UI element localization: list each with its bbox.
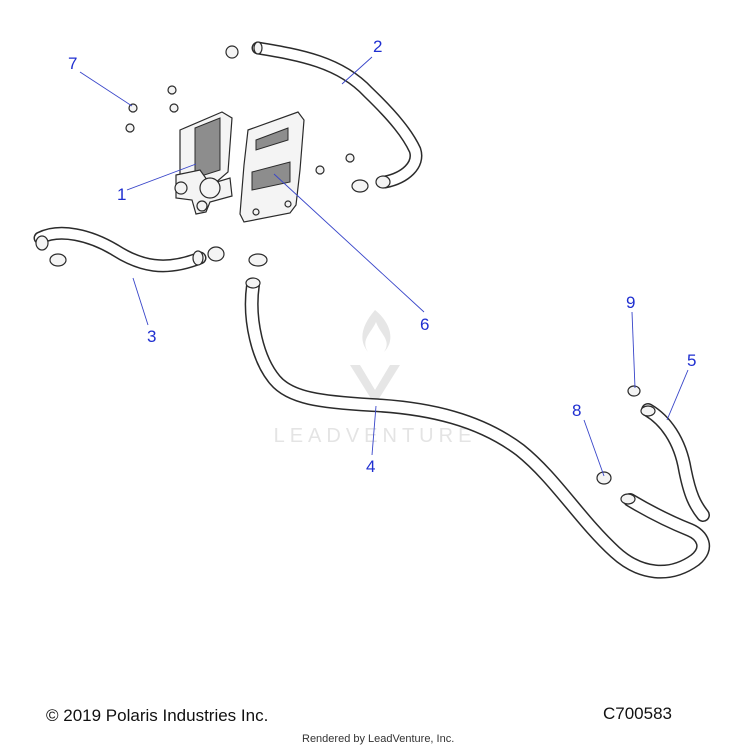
callout-2: 2: [373, 37, 382, 56]
watermark-v-icon: [350, 365, 400, 405]
hose-5: [640, 403, 710, 522]
callout-5: 5: [687, 351, 696, 370]
callout-8: 8: [572, 401, 581, 420]
leadventure-watermark: LEADVENTURE: [274, 310, 477, 447]
hose-3: [33, 226, 207, 273]
bracket-6: [239, 111, 305, 223]
valve-1: [174, 111, 233, 215]
drawing-number: C700583: [603, 704, 673, 723]
hose-clamps: [49, 179, 641, 485]
copyright-text: © 2019 Polaris Industries Inc.: [46, 706, 269, 725]
hose-4: [244, 277, 711, 579]
callout-3: 3: [147, 327, 156, 346]
callout-4: 4: [366, 457, 375, 476]
bolts-7: [125, 45, 355, 175]
watermark-text: LEADVENTURE: [274, 425, 477, 447]
callout-6: 6: [420, 315, 429, 334]
callout-1: 1: [117, 185, 126, 204]
leader-lines: [79, 56, 689, 477]
watermark-flame-icon: [362, 310, 391, 352]
hose-2: [251, 41, 423, 189]
callout-7: 7: [68, 54, 77, 73]
rendered-by-text: Rendered by LeadVenture, Inc.: [302, 733, 455, 745]
callout-9: 9: [626, 293, 635, 312]
